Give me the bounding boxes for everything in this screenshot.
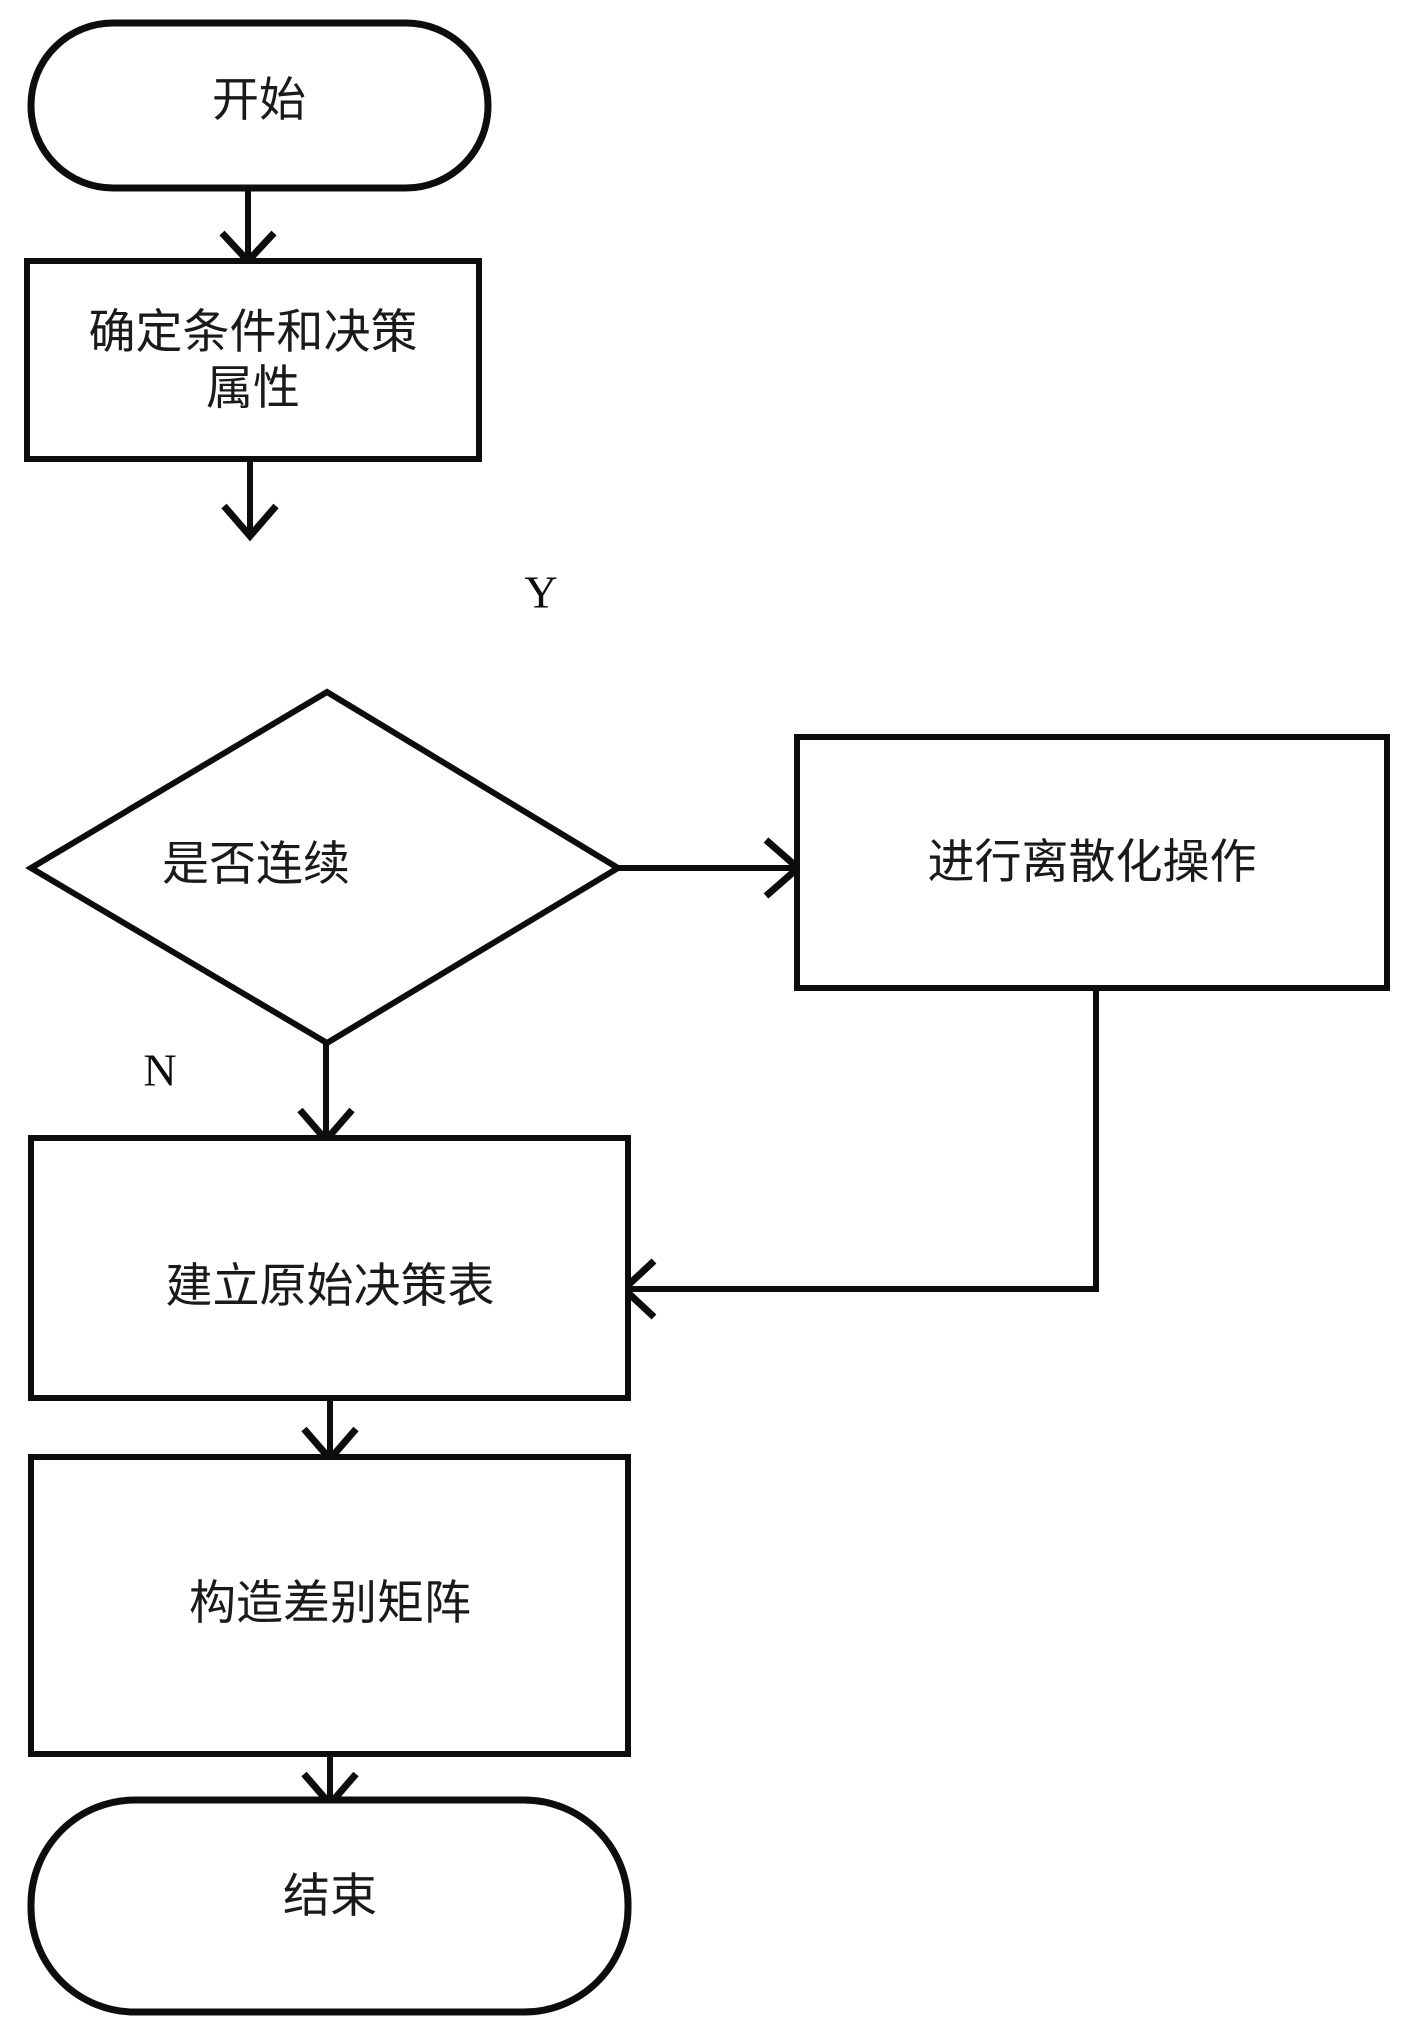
edge-e2-arrowhead-icon (221, 503, 279, 542)
discretize-node-shape (794, 734, 1390, 991)
build-matrix-node-label: 构造差别矩阵 (189, 1576, 471, 1631)
node-discretize[interactable]: 进行离散化操作 (794, 734, 1390, 991)
node-end[interactable]: 结束 (27, 1796, 632, 2016)
discretize-node-label: 进行离散化操作 (928, 835, 1257, 890)
edge-build-table-to-build-matrix (301, 1398, 359, 1465)
edge-label-yes: Y (524, 567, 557, 618)
end-node-shape (27, 1796, 632, 2016)
edge-discretize-to-build-table (618, 988, 1099, 1320)
build-table-node-shape (28, 1135, 631, 1401)
edge-e5-line (624, 988, 1099, 1292)
start-node-shape (27, 19, 492, 192)
edge-is-continuous-to-discretize: Y (524, 567, 804, 899)
edge-is-continuous-to-build-table: N (143, 1043, 355, 1146)
node-define-attrs[interactable]: 确定条件和决策 属性 (24, 258, 482, 462)
build-table-node-label: 建立原始决策表 (166, 1259, 495, 1314)
edge-start-to-define-attrs (219, 188, 277, 267)
is-continuous-node-label-visible: 是否连续 (162, 837, 350, 892)
build-matrix-node-shape (28, 1454, 631, 1757)
edge-label-no: N (143, 1045, 176, 1096)
start-node-label: 开始 (212, 73, 306, 128)
node-start[interactable]: 开始 (27, 19, 492, 192)
node-build-table[interactable]: 建立原始决策表 (28, 1135, 631, 1401)
end-node-label: 结束 (283, 1869, 377, 1924)
define-attrs-node-label-line2: 属性 (206, 361, 300, 416)
define-attrs-node-shape (24, 258, 482, 462)
node-build-matrix[interactable]: 构造差别矩阵 (28, 1454, 631, 1757)
edge-define-attrs-to-is-continuous (221, 459, 279, 542)
define-attrs-node-label-line1: 确定条件和决策 (89, 305, 418, 360)
node-is-continuous[interactable]: 是否连续 是否连续 (25, 688, 624, 1047)
